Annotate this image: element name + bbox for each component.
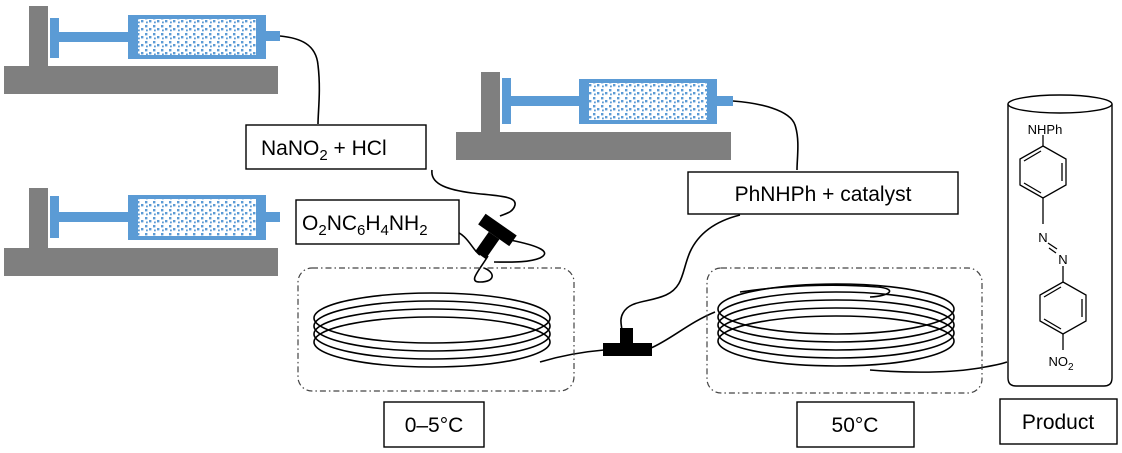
- nhph-group: NHPh: [1028, 122, 1063, 137]
- product-structure: [1019, 135, 1087, 350]
- t-mixer-2: [603, 328, 652, 356]
- svg-text:0–5°C: 0–5°C: [405, 414, 464, 437]
- svg-text:50°C: 50°C: [832, 414, 879, 437]
- azo-nitrogen-1: N: [1038, 230, 1047, 245]
- coupler-label: PhNHPh + catalyst: [687, 171, 959, 215]
- temp-cold-label: 0–5°C: [383, 401, 485, 448]
- coil-reactor-1: [297, 267, 575, 392]
- svg-text:PhNHPh + catalyst: PhNHPh + catalyst: [735, 183, 912, 206]
- coil-reactor-2: [706, 267, 983, 394]
- svg-text:Product: Product: [1022, 411, 1095, 434]
- svg-text:O2NC6H4NH2: O2NC6H4NH2: [302, 212, 428, 239]
- azo-nitrogen-2: N: [1058, 252, 1067, 267]
- temp-hot-label: 50°C: [796, 401, 915, 448]
- nitrite-label: NaNO2 + HCl: [245, 124, 427, 170]
- syringe-pump-3: [456, 72, 733, 160]
- svg-text:NaNO2 + HCl: NaNO2 + HCl: [261, 137, 387, 164]
- nitro-group: NO2: [1048, 354, 1074, 373]
- syringe-pump-2: [4, 188, 280, 276]
- amine-label: O2NC6H4NH2: [295, 199, 460, 245]
- t-mixer-1: [475, 213, 517, 259]
- syringe-pump-1: [4, 6, 280, 94]
- product-label: Product: [999, 398, 1118, 445]
- collection-vessel: [1007, 94, 1113, 387]
